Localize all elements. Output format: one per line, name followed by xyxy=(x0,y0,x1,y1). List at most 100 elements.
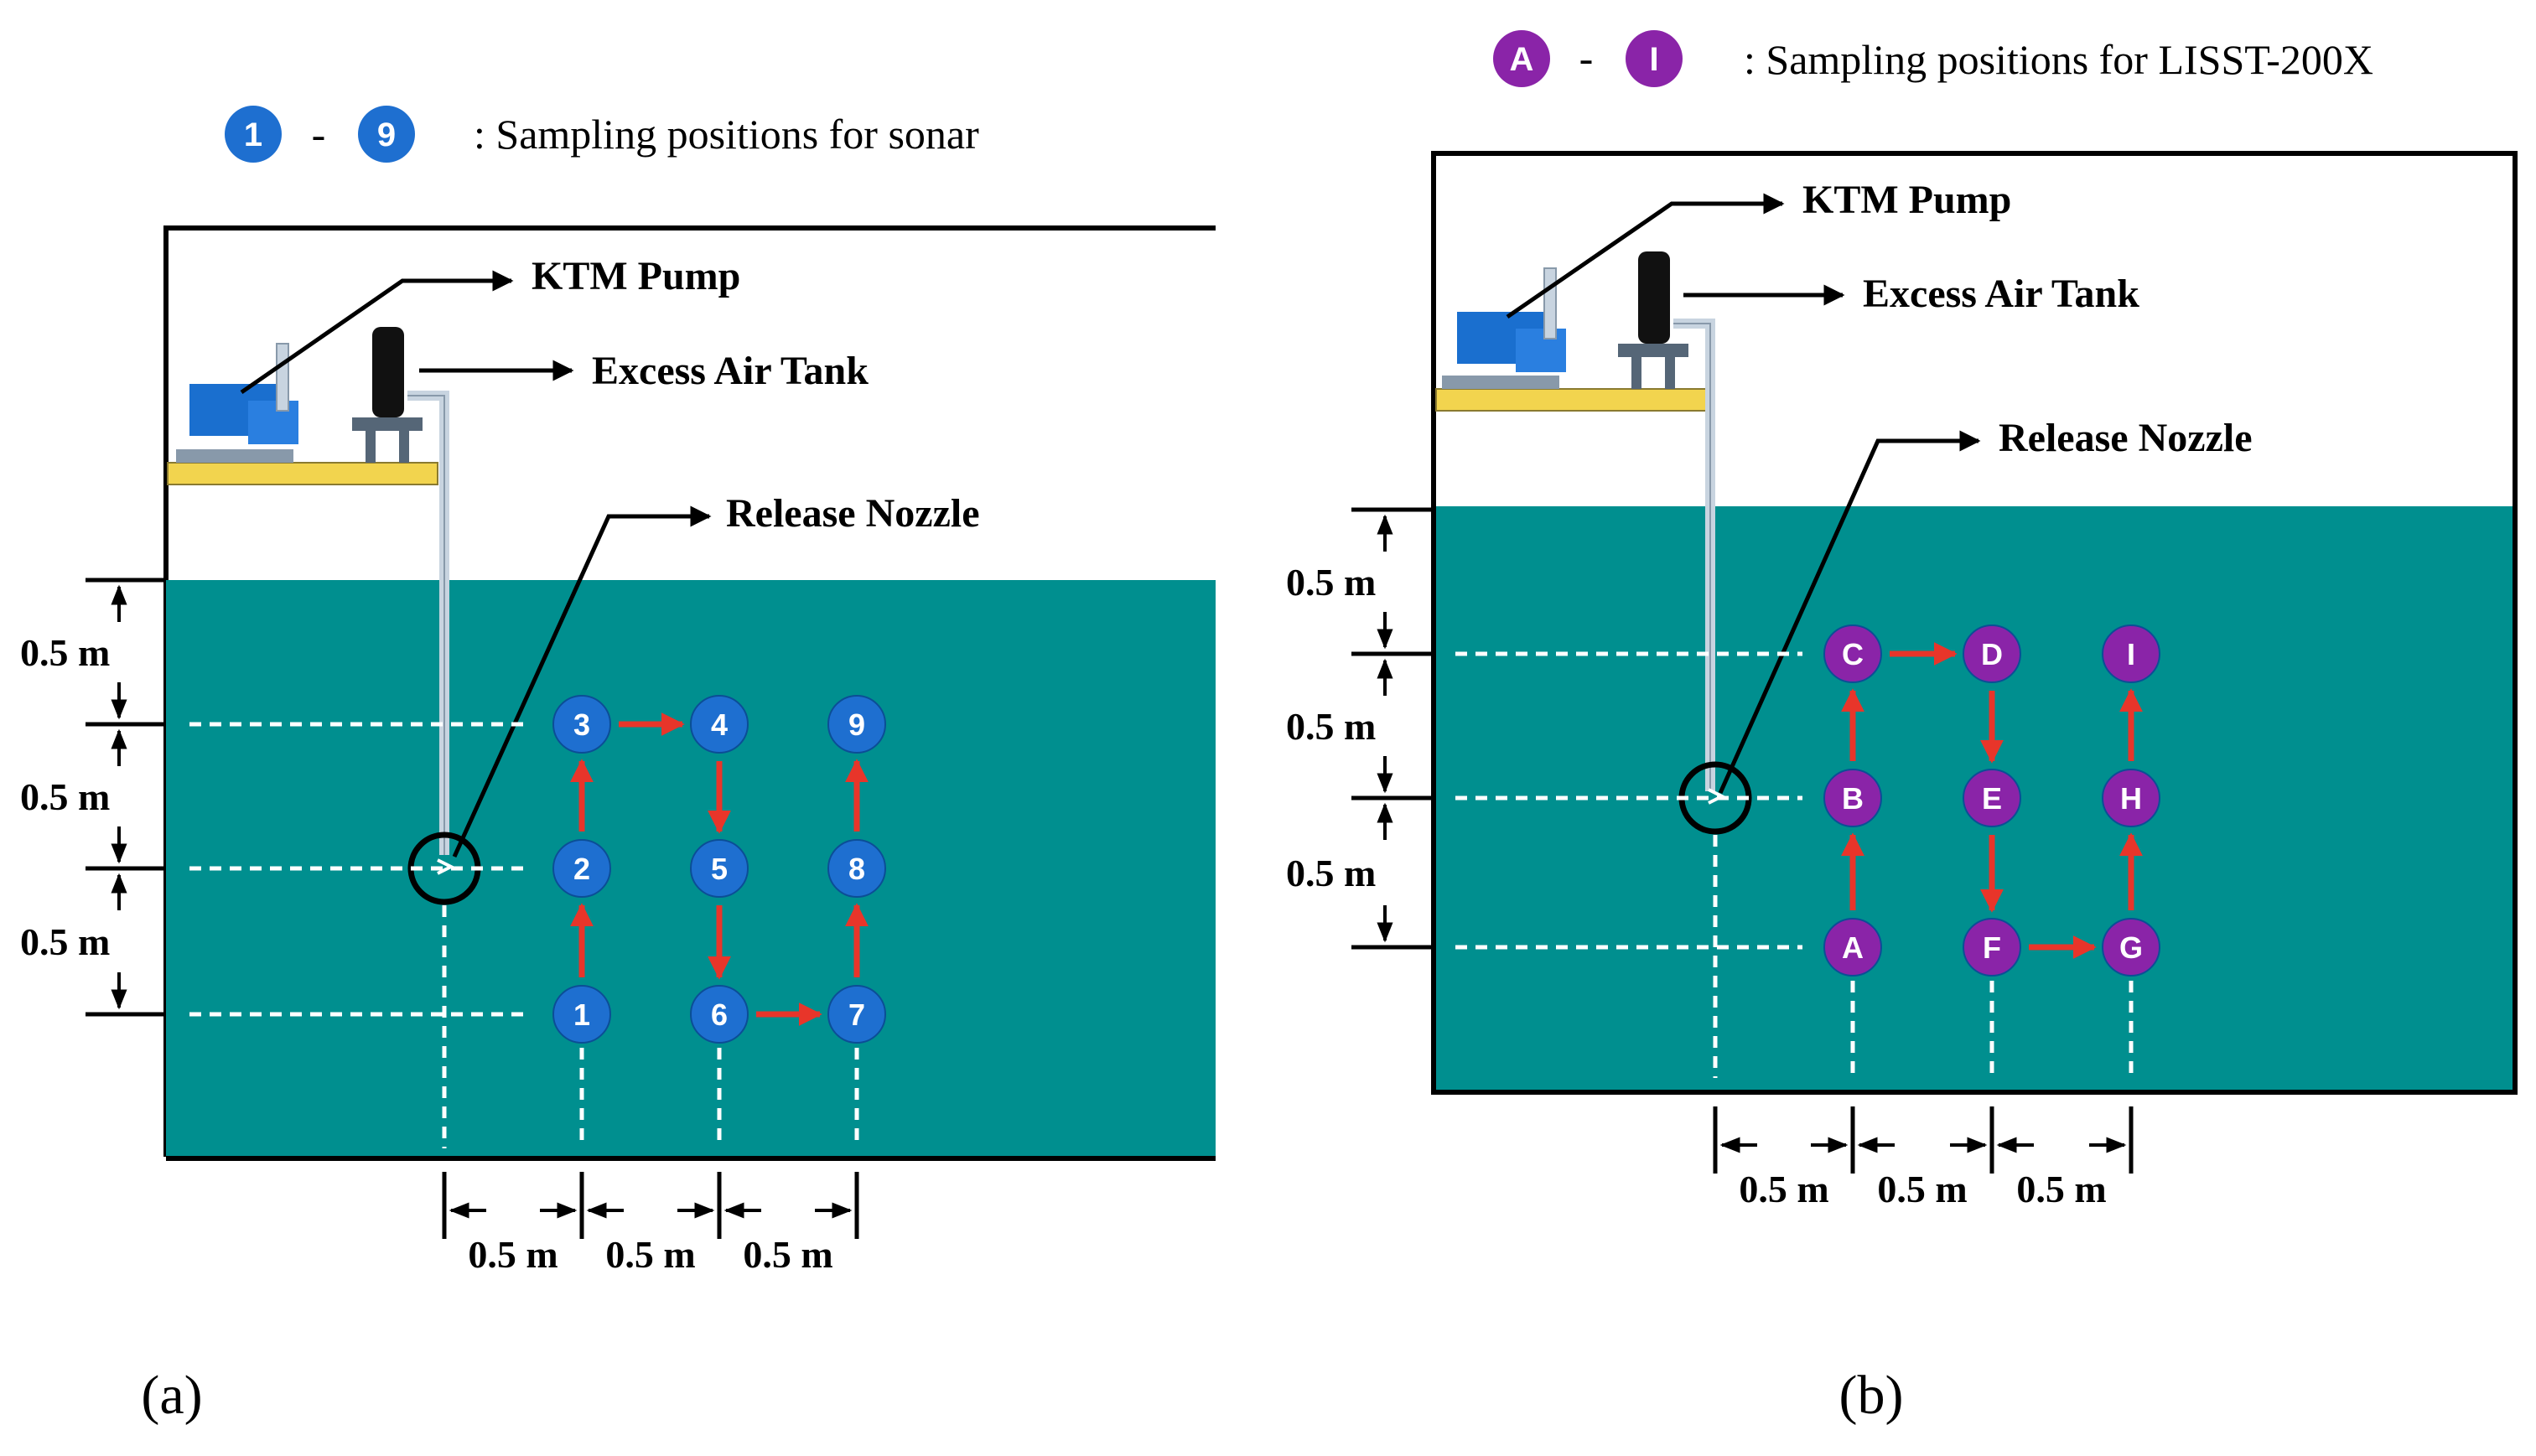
stand-leg-right xyxy=(1665,357,1675,389)
sampling-point-label: 8 xyxy=(848,852,865,886)
vertical-dimensions: 0.5 m 0.5 m 0.5 m xyxy=(20,578,166,1017)
sampling-point-marker xyxy=(552,985,611,1044)
air-tank xyxy=(372,327,404,417)
pump-assembly xyxy=(1435,251,1715,791)
tank-stand xyxy=(352,417,423,431)
sampling-point-marker xyxy=(827,985,886,1044)
sampling-point-label: G xyxy=(2119,930,2143,965)
supply-pipe-edge xyxy=(1673,323,1711,791)
panel-caption: (a) xyxy=(141,1365,202,1426)
nozzle-label: Release Nozzle xyxy=(1999,416,2253,460)
nozzle-callout xyxy=(452,505,712,858)
pump-label: KTM Pump xyxy=(1802,178,2011,222)
sampling-point-marker xyxy=(827,695,886,754)
nozzle-label: Release Nozzle xyxy=(726,491,980,536)
vertical-spacing-label: 0.5 m xyxy=(1286,852,1376,894)
panel-a: 1 - 9 : Sampling positions for sonar KTM xyxy=(20,106,1216,1426)
panel-caption: (b) xyxy=(1839,1365,1904,1426)
nozzle-callout xyxy=(1718,430,1981,795)
sampling-point-label: 9 xyxy=(848,707,865,742)
sampling-path xyxy=(570,712,869,1026)
horizontal-dimensions: 0.5 m 0.5 m 0.5 m xyxy=(1713,1106,2134,1210)
sampling-point-marker xyxy=(1963,918,2021,977)
tank-stand xyxy=(1618,344,1688,357)
sampling-point-marker xyxy=(2102,624,2160,683)
stand-leg-left xyxy=(1631,357,1641,389)
platform-base xyxy=(1435,388,1707,412)
sampling-point-marker xyxy=(690,985,749,1044)
sampling-point-marker xyxy=(690,695,749,754)
horizontal-spacing-label: 0.5 m xyxy=(2016,1168,2106,1210)
air-tank xyxy=(1638,251,1670,344)
sampling-point-label: 4 xyxy=(711,707,728,742)
legend-marker-last xyxy=(358,106,415,163)
sampling-point-label: 1 xyxy=(573,997,590,1032)
sampling-point-label: 7 xyxy=(848,997,865,1032)
sampling-point-marker xyxy=(2102,918,2160,977)
sampling-point-label: B xyxy=(1842,781,1864,816)
pump-callout xyxy=(240,270,514,395)
legend-marker-first-label: A xyxy=(1510,41,1534,78)
pump-motor xyxy=(1516,329,1566,372)
legend-marker-first xyxy=(1493,30,1550,87)
vertical-spacing-label: 0.5 m xyxy=(20,920,110,963)
sampling-point-marker xyxy=(1823,624,1882,683)
legend-marker-first xyxy=(225,106,282,163)
tank-label: Excess Air Tank xyxy=(592,349,869,393)
sampling-point-marker xyxy=(2102,769,2160,827)
stand-leg-right xyxy=(399,431,409,463)
platform-rail xyxy=(1442,376,1559,389)
vertical-spacing-label: 0.5 m xyxy=(20,775,110,818)
vertical-spacing-label: 0.5 m xyxy=(1286,705,1376,748)
sampling-point-label: I xyxy=(2127,637,2135,671)
sampling-point-marker xyxy=(1823,769,1882,827)
vertical-dimensions: 0.5 m 0.5 m 0.5 m xyxy=(1286,507,1432,950)
sampling-point-marker xyxy=(1963,624,2021,683)
guide-lines xyxy=(189,722,859,1148)
sampling-path xyxy=(1841,642,2143,959)
sampling-point-label: 5 xyxy=(711,852,728,886)
legend-lisst: A - I : Sampling positions for LISST-200… xyxy=(1493,30,2373,87)
sampling-point-label: A xyxy=(1842,930,1864,965)
sampling-point-label: H xyxy=(2120,781,2142,816)
panel-b: A - I : Sampling positions for LISST-200… xyxy=(1286,30,2518,1426)
platform-rail xyxy=(176,449,293,463)
legend-dash: - xyxy=(1579,34,1594,81)
guide-lines xyxy=(1455,651,2134,1078)
pump-callout xyxy=(1506,193,1785,319)
legend-marker-last-label: I xyxy=(1649,41,1658,78)
pump-assembly xyxy=(167,327,449,855)
sampling-point-label: 6 xyxy=(711,997,728,1032)
sampling-point-label: 2 xyxy=(573,852,590,886)
sampling-point-marker xyxy=(827,839,886,898)
legend-text: : Sampling positions for sonar xyxy=(474,111,979,158)
horizontal-spacing-label: 0.5 m xyxy=(468,1233,558,1276)
tank-label: Excess Air Tank xyxy=(1863,272,2139,316)
sampling-point-marker xyxy=(690,839,749,898)
sampling-point-marker xyxy=(1963,769,2021,827)
pump-motor xyxy=(248,401,298,444)
sampling-point-marker xyxy=(552,839,611,898)
sampling-point-marker xyxy=(1823,918,1882,977)
pump-pipe xyxy=(1543,267,1557,339)
horizontal-spacing-label: 0.5 m xyxy=(1877,1168,1967,1210)
legend-marker-first-label: 1 xyxy=(244,117,262,153)
horizontal-spacing-label: 0.5 m xyxy=(605,1233,695,1276)
legend-dash: - xyxy=(312,111,326,158)
vertical-spacing-label: 0.5 m xyxy=(20,631,110,674)
pump-pipe xyxy=(276,343,289,412)
pump-label: KTM Pump xyxy=(532,254,740,298)
platform-base xyxy=(167,462,438,485)
sampling-point-label: D xyxy=(1981,637,2003,671)
horizontal-spacing-label: 0.5 m xyxy=(1739,1168,1828,1210)
sampling-point-label: C xyxy=(1842,637,1864,671)
sampling-point-label: E xyxy=(1982,781,2002,816)
vertical-spacing-label: 0.5 m xyxy=(1286,561,1376,604)
legend-sonar: 1 - 9 : Sampling positions for sonar xyxy=(225,106,979,163)
legend-marker-last xyxy=(1626,30,1683,87)
stand-leg-left xyxy=(366,431,376,463)
